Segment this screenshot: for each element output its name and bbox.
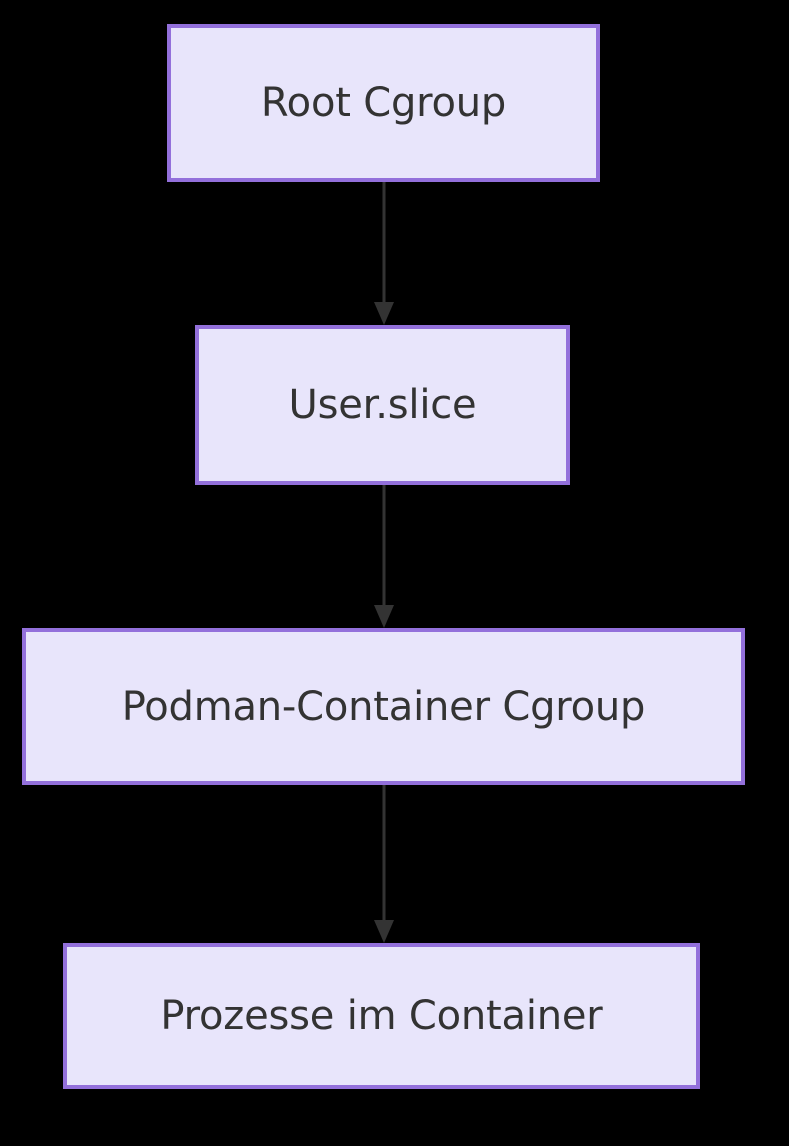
node-label-root-cgroup: Root Cgroup [260, 80, 507, 126]
node-root-cgroup[interactable]: Root Cgroup [167, 24, 600, 182]
node-label-podman-container-cgroup: Podman-Container Cgroup [121, 683, 646, 730]
edge-user-slice-to-podman [374, 485, 394, 628]
edge-podman-to-prozesse [374, 785, 394, 943]
node-label-prozesse-im-container: Prozesse im Container [160, 993, 603, 1039]
arrowhead-icon [374, 605, 394, 628]
node-podman-container-cgroup[interactable]: Podman-Container Cgroup [22, 628, 745, 785]
node-prozesse-im-container[interactable]: Prozesse im Container [63, 943, 700, 1089]
arrowhead-icon [374, 302, 394, 325]
node-user-slice[interactable]: User.slice [195, 325, 570, 485]
edge-root-to-user-slice [374, 182, 394, 325]
arrowhead-icon [374, 920, 394, 943]
node-label-user-slice: User.slice [288, 382, 477, 428]
